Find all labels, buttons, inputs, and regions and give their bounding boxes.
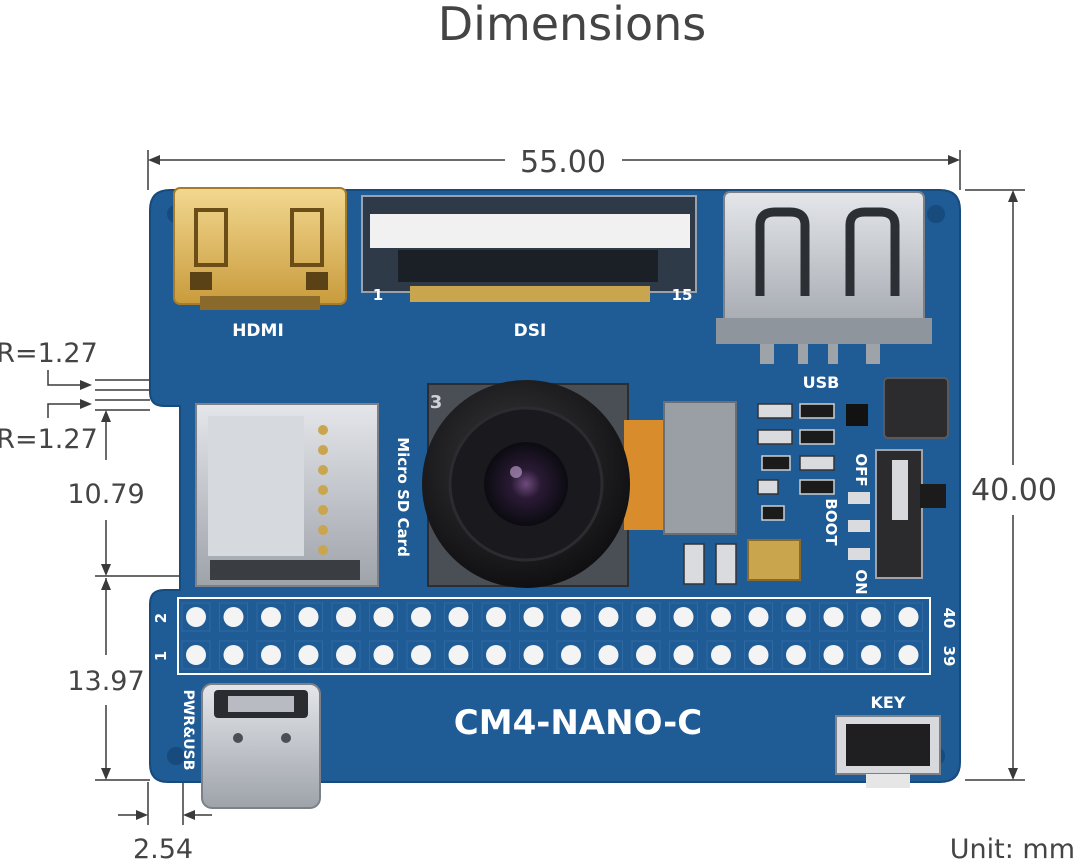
gpio-pin — [373, 607, 394, 627]
gpio-pin — [336, 607, 356, 627]
height-label: 40.00 — [971, 473, 1057, 508]
gpio-pin — [523, 607, 544, 627]
gpio-pin-40-label: 40 — [940, 608, 958, 629]
dsi-label: DSI — [514, 321, 547, 341]
micro-sd-label: Micro SD Card — [394, 437, 412, 557]
camera-mark: 3 — [430, 392, 443, 413]
gpio-pin — [186, 645, 206, 665]
gpio-pin-39-label: 39 — [940, 646, 958, 667]
gpio-pin — [223, 645, 244, 665]
width-dimension — [147, 150, 961, 190]
gpio-pin — [823, 645, 844, 665]
gpio-pin — [486, 607, 506, 627]
gpio-pin — [636, 645, 656, 665]
gpio-pin — [861, 607, 881, 627]
dsi-pin-first: 1 — [373, 286, 383, 304]
height-dimension — [965, 189, 1025, 781]
gpio-header[interactable] — [177, 597, 931, 675]
gpio-pin — [673, 645, 694, 665]
radius-bottom-label: R=1.27 — [0, 424, 98, 455]
offset-c-label: 2.54 — [133, 834, 193, 865]
gpio-pin — [711, 607, 731, 627]
usb-a-connector — [716, 191, 932, 364]
micro-sd-slot — [195, 403, 379, 587]
gpio-pin — [636, 607, 656, 627]
gpio-pin — [411, 645, 431, 665]
gpio-pin — [673, 607, 694, 627]
gpio-pin — [786, 607, 806, 627]
usb-label: USB — [803, 373, 840, 392]
gpio-pin — [223, 607, 244, 627]
key-label: KEY — [871, 693, 906, 712]
gpio-pin — [711, 645, 731, 665]
gpio-pin — [486, 645, 506, 665]
gpio-pin — [861, 645, 881, 665]
gpio-pin — [898, 645, 919, 665]
gpio-pin — [523, 645, 544, 665]
radius-top-label: R=1.27 — [0, 338, 98, 369]
unit-label: Unit: mm — [950, 834, 1075, 865]
board-name: CM4-NANO-C — [454, 703, 702, 743]
left-dimensions — [47, 370, 212, 825]
boot-off-label: OFF — [852, 453, 870, 486]
pwr-usb-label: PWR&USB — [180, 690, 196, 771]
gpio-pin — [598, 607, 619, 627]
gpio-pin-1-label: 1 — [152, 651, 170, 661]
gpio-pin — [373, 645, 394, 665]
gpio-pin — [823, 607, 844, 627]
gpio-pin — [786, 645, 806, 665]
boot-on-label: ON — [852, 569, 870, 594]
hdmi-connector — [173, 187, 347, 310]
gpio-pin — [336, 645, 356, 665]
smd-components — [683, 377, 949, 585]
key-button[interactable] — [835, 715, 941, 788]
gpio-pins — [181, 602, 923, 670]
boot-label: BOOT — [822, 498, 840, 546]
camera-module — [422, 380, 737, 588]
gpio-pin-2-label: 2 — [152, 613, 170, 623]
gpio-pin — [261, 607, 281, 627]
hdmi-label: HDMI — [232, 321, 284, 341]
gpio-pin — [748, 645, 769, 665]
gpio-pin — [411, 607, 431, 627]
boot-switch — [875, 449, 946, 579]
gpio-pin — [298, 645, 319, 665]
gpio-pin — [898, 607, 919, 627]
gpio-pin — [448, 645, 469, 665]
width-label: 55.00 — [520, 145, 606, 180]
gpio-pin — [186, 607, 206, 627]
gpio-pin — [748, 607, 769, 627]
gpio-pin — [561, 645, 581, 665]
gpio-pin — [448, 607, 469, 627]
gpio-pin — [561, 607, 581, 627]
offset-a-label: 10.79 — [67, 479, 144, 510]
offset-b-label: 13.97 — [67, 666, 144, 697]
dsi-connector — [361, 195, 697, 302]
page-title: Dimensions — [438, 0, 706, 51]
gpio-pin — [298, 607, 319, 627]
gpio-pin — [261, 645, 281, 665]
usb-c-connector — [201, 683, 321, 809]
dsi-pin-last: 15 — [672, 286, 693, 304]
gpio-pin — [598, 645, 619, 665]
